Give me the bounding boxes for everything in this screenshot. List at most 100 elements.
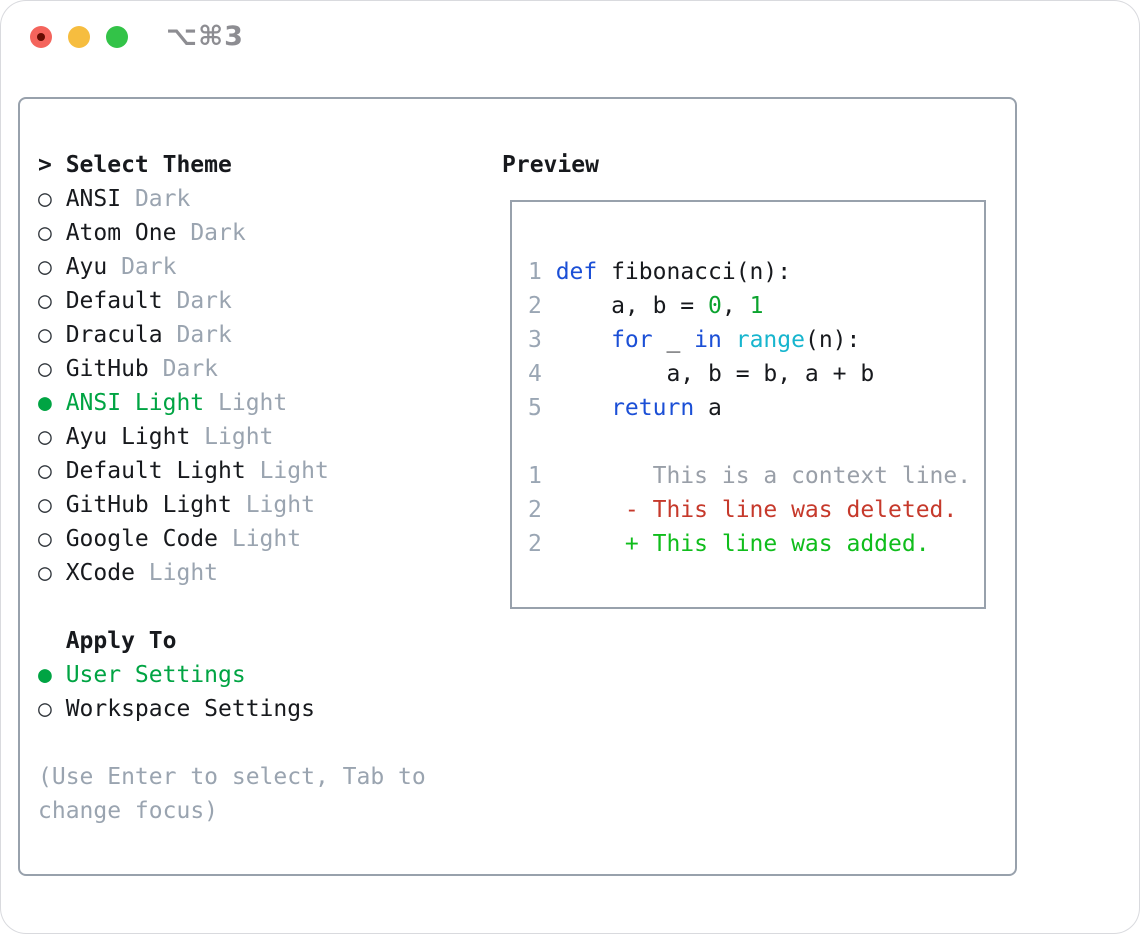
close-dot-icon [37,33,45,41]
variant-label: Light [148,560,219,586]
cursor-icon: > [38,152,52,178]
minimize-button[interactable] [68,26,90,48]
code-line: 2 a, b = 0, 1 [528,289,984,323]
code-token-text: , [721,293,750,319]
variant-label: Dark [176,288,232,314]
radio-icon: ○ [38,356,52,382]
apply-to-option[interactable]: ●User Settings [38,658,329,692]
variant-label: Light [218,390,288,416]
theme-option[interactable]: ○ Default Dark [38,284,329,318]
keyboard-hint: (Use Enter to select, Tab to change focu… [38,764,426,824]
code-token-text [722,327,736,353]
line-number: 5 [528,395,542,421]
option-label: ANSI Light [65,390,219,416]
variant-label: Dark [121,254,177,280]
theme-option[interactable]: ○ ANSI Dark [38,182,329,216]
code-line: 5 return a [528,391,984,425]
code-token-added: + This line was added. [555,531,930,557]
option-label: GitHub Light [65,492,246,518]
select-theme-title: > Select Theme [38,148,329,182]
theme-option[interactable]: ○ GitHub Dark [38,352,329,386]
zoom-button[interactable] [106,26,128,48]
option-label: Ayu [65,254,122,280]
line-number: 2 [528,531,542,557]
line-number: 1 [528,259,542,285]
code-token-text [556,327,611,353]
variant-label: Light [259,458,329,484]
line-number: 4 [528,361,542,387]
option-label: Default [65,288,177,314]
variant-label: Dark [162,356,219,382]
code-line: 3 for _ in range(n): [528,323,984,357]
code-token-keyword: def [555,259,598,285]
theme-option[interactable]: ○Atom One Dark [38,216,329,250]
code-line: 2 - This line was deleted. [528,493,984,527]
code-line [528,425,984,459]
code-token-number: 0 [708,293,722,319]
theme-option[interactable]: ○ XCode Light [38,556,329,590]
code-line: 1 This is a context line. [528,459,984,493]
radio-icon: ○ [38,288,52,314]
code-token-keyword: for [611,327,653,353]
theme-option[interactable]: ○Dracula Dark [38,318,329,352]
radio-icon: ○ [38,560,52,586]
line-number: 2 [528,497,542,523]
radio-icon: ○ [38,186,52,212]
radio-icon: ● [38,390,52,416]
code-line: 4 a, b = b, a + b [528,357,984,391]
option-label: Workspace Settings [65,696,315,722]
radio-icon: ○ [38,458,52,484]
line-number: 1 [528,463,542,489]
theme-list: ○ANSI Dark○Atom One Dark○Ayu Dark○Defaul… [38,182,329,590]
apply-to-list: ●User Settings ○ Workspace Settings [38,658,329,726]
radio-icon: ○ [38,696,52,722]
select-theme-title-label: Select Theme [65,152,232,178]
theme-option[interactable]: ○ Default Light Light [38,454,329,488]
option-label: Default Light [65,458,260,484]
code-line: 2 + This line was added. [528,527,984,561]
radio-icon: ○ [38,254,52,280]
code-token-builtin: range [735,327,805,353]
close-button[interactable] [30,26,52,48]
code-token-keyword: in [694,327,722,353]
theme-option[interactable]: ○Google Code Light [38,522,329,556]
variant-label: Light [245,492,315,518]
titlebar: ⌥⌘3 [0,0,1140,72]
theme-option[interactable]: ○ Ayu Dark [38,250,329,284]
radio-icon: ● [38,662,52,688]
code-token-text: fibonacci(n): [597,259,792,285]
option-label: Google Code [65,526,232,552]
theme-option[interactable]: ○ GitHub Light Light [38,488,329,522]
option-label: Ayu Light [65,424,205,450]
code-token-number: 1 [749,293,764,319]
apply-to-option[interactable]: ○ Workspace Settings [38,692,329,726]
line-number: 3 [528,327,542,353]
radio-icon: ○ [38,220,52,246]
code-token-text: (n): [804,327,861,353]
radio-icon: ○ [38,492,52,518]
code-line: 1 def fibonacci(n): [528,255,984,289]
variant-label: Dark [134,186,191,212]
window-shortcut-label: ⌥⌘3 [166,21,244,52]
code-token-text: a, b = b, a + b [555,361,875,387]
option-label: ANSI [65,186,135,212]
code-token-text: _ [652,327,695,353]
code-token-text: a [694,395,722,421]
theme-option[interactable]: ● ANSI Light Light [38,386,329,420]
preview-title: Preview [502,152,599,178]
variant-label: Light [231,526,302,552]
code-token-text: a, b = [555,293,709,319]
apply-to-title-label: Apply To [65,628,177,654]
code-token-deleted: - This line was deleted. [555,497,958,523]
option-label: XCode [65,560,149,586]
option-label: Dracula [65,322,177,348]
code-token-context: This is a context line. [555,463,972,489]
theme-option[interactable]: ○Ayu Light Light [38,420,329,454]
radio-icon: ○ [38,322,52,348]
spacer-row [38,590,329,624]
code-token-keyword: return [611,395,695,421]
option-label: GitHub [65,356,163,382]
line-number: 2 [528,293,542,319]
